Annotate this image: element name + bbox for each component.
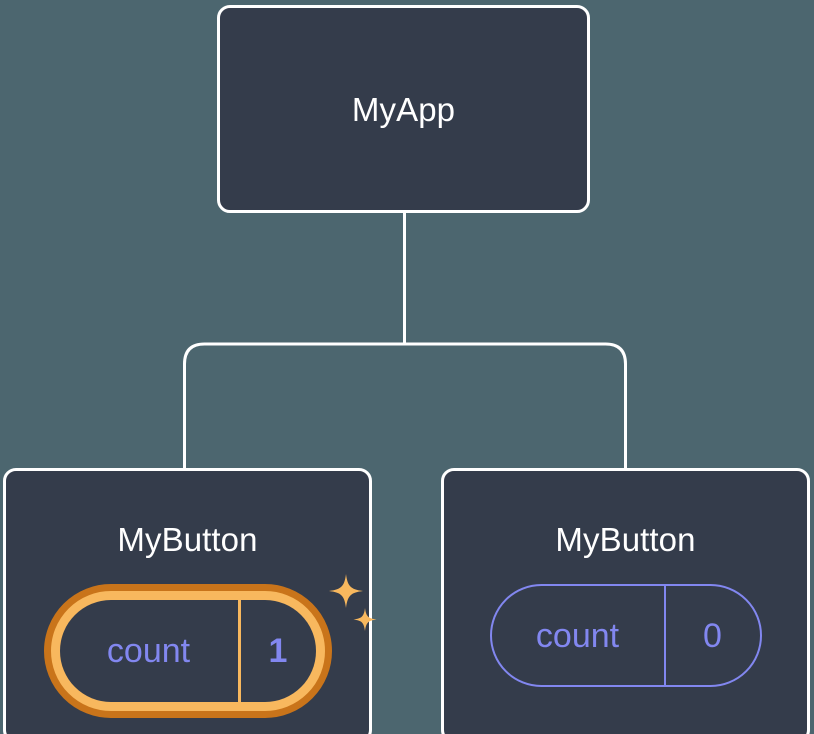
state-pill-wrap-left: count 1 (43, 574, 376, 718)
sparkles-group (328, 574, 376, 631)
node-title: MyButton (117, 521, 258, 558)
connector-branch-bus (183, 342, 627, 468)
node-mybutton-left[interactable]: MyButton count 1 (3, 468, 376, 734)
state-key: count (60, 600, 241, 702)
state-pill-wrap-right: count 0 (489, 584, 762, 687)
node-title: MyButton (555, 521, 696, 558)
state-value: 1 (268, 632, 288, 670)
sparkle-large-icon (328, 574, 363, 608)
state-pill[interactable]: count 0 (489, 584, 762, 687)
sparkle-small-icon (353, 608, 376, 631)
state-pill-inner: count 1 (59, 600, 316, 702)
state-value: 0 (703, 616, 722, 655)
node-myapp[interactable]: MyApp (217, 5, 590, 213)
node-mybutton-right[interactable]: MyButton count 0 (441, 468, 810, 734)
node-title: MyApp (351, 90, 456, 128)
state-pill-highlighted[interactable]: count 1 (43, 584, 332, 718)
state-key: count (492, 586, 666, 685)
